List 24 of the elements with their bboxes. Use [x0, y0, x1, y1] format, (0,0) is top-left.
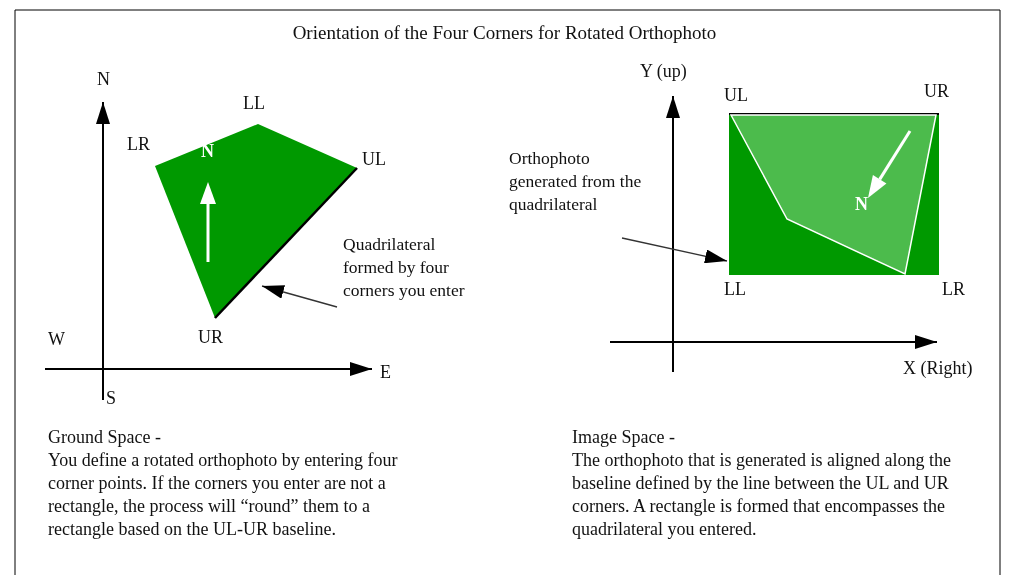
north-label: N — [855, 193, 868, 216]
axis-label: W — [48, 328, 65, 351]
corner-label: UL — [362, 148, 386, 171]
description-text: You define a rotated orthophoto by entering four corner points. If the corners you enter are not a rectangle, the process will “round” them to a rectangle based on the UL-UR baseline. — [48, 449, 399, 541]
leader-arrow — [621, 237, 728, 265]
corner-label: LL — [724, 278, 746, 301]
corner-label: LR — [942, 278, 965, 301]
corner-label: LL — [243, 92, 265, 115]
corner-label: UR — [198, 326, 223, 349]
description-text: The orthophoto that is generated is aligned along the baseline defined by the line between the UL and UR corners. A rectangle is formed that encompasses the quadrilateral you entered. — [572, 449, 952, 541]
corner-label: UL — [724, 84, 748, 107]
corner-label: UR — [924, 80, 949, 103]
section-heading: Image Space - — [572, 426, 675, 449]
axis-label: X (Right) — [903, 357, 973, 380]
axis-label: Y (up) — [640, 60, 687, 83]
corner-label: LR — [127, 133, 150, 156]
callout-text: Quadrilateral formed by four corners you enter — [343, 233, 466, 302]
axis-label: E — [380, 361, 391, 384]
axis-label: N — [97, 68, 110, 91]
diagram-title: Orientation of the Four Corners for Rotated Orthophoto — [291, 21, 718, 44]
leader-arrow — [261, 283, 338, 308]
callout-text: Orthophoto generated from the quadrilateral — [509, 147, 643, 216]
section-heading: Ground Space - — [48, 426, 161, 449]
axis-label: S — [106, 387, 116, 410]
